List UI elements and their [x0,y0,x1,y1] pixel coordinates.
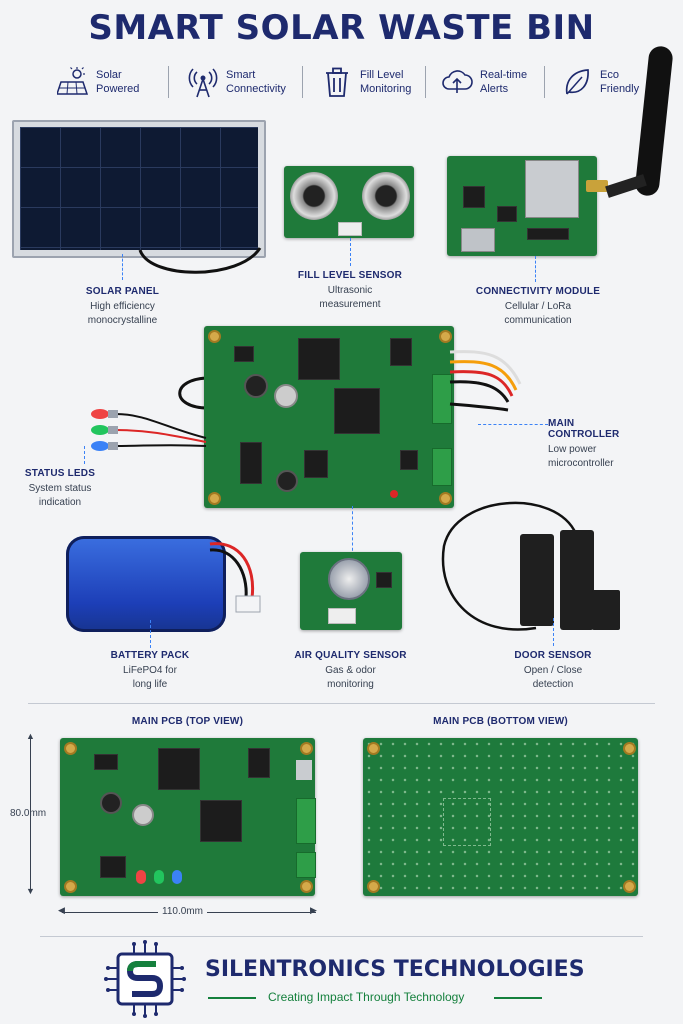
component-name: AIR QUALITY SENSOR [294,650,407,661]
pcb-bottom-title: MAIN PCB (BOTTOM VIEW) [433,716,568,727]
width-dimension: 110.0mm [158,906,207,917]
door-sensor-cable [441,501,578,631]
feature-solar: Solar Powered [56,64,139,100]
component-name: STATUS LEDS [24,468,96,479]
company-tagline: Creating Impact Through Technology [268,990,465,1004]
battery-wires [209,542,261,613]
solar-cable [138,247,262,274]
section-divider [28,703,655,704]
pcb-bottom-view-image [363,738,638,896]
solar-panel-image [12,120,266,258]
arrow-left-icon: ◀ [58,905,65,915]
component-name: DOOR SENSOR [514,650,592,661]
component-desc: Gas & odor monitoring [325,665,376,690]
arrow-up-icon: ▲ [26,731,35,741]
arrow-down-icon: ▼ [26,886,35,896]
component-desc: Cellular / LoRa communication [504,301,572,326]
company-logo [104,940,186,1018]
status-leds-image [91,409,207,451]
component-name: MAIN CONTROLLER [548,418,620,440]
component-name: FILL LEVEL SENSOR [297,270,403,281]
air-quality-sensor-image [300,552,402,630]
component-name: CONNECTIVITY MODULE [475,286,601,297]
fill-level-sensor-image [284,166,414,238]
divider [168,66,169,98]
solar-panel-icon [56,65,90,99]
antenna-connector [586,180,608,192]
feature-label: Smart Connectivity [226,69,286,95]
pcb-top-title: MAIN PCB (TOP VIEW) [131,716,244,727]
connectivity-caption: CONNECTIVITY MODULE Cellular / LoRa comm… [468,286,608,328]
pcb-top-view-image [60,738,316,896]
leader-line [352,506,353,556]
trash-bin-icon [320,65,354,99]
feature-label: Real-time Alerts [480,69,528,95]
feature-label: Eco Friendly [600,69,640,95]
connectivity-module-image [447,156,597,256]
solar-panel-caption: SOLAR PANEL High efficiency monocrystall… [55,286,190,328]
controller-wires-right [449,350,522,412]
feature-connectivity: Smart Connectivity [186,64,286,100]
battery-caption: BATTERY PACK LiFePO4 for long life [90,650,210,692]
component-name: BATTERY PACK [110,650,190,661]
component-desc: Low power microcontroller [548,444,614,469]
leader-line [553,618,554,646]
leader-line [84,446,85,464]
signal-tower-icon [186,65,220,99]
divider [425,66,426,98]
leaf-icon [560,65,594,99]
door-sensor-caption: DOOR SENSOR Open / Close detection [498,650,608,692]
leader-line [350,238,351,266]
door-sensor-bracket [592,590,620,630]
footer-divider [40,936,643,937]
component-desc: Ultrasonic measurement [319,285,381,310]
feature-eco: Eco Friendly [560,64,639,100]
component-desc: LiFePO4 for long life [123,665,177,690]
controller-cable-left [178,376,211,410]
fill-level-caption: FILL LEVEL SENSOR Ultrasonic measurement [285,270,415,312]
tagline-rule-right [494,997,542,999]
component-desc: Open / Close detection [523,665,583,690]
component-desc: High efficiency monocrystalline [87,301,158,326]
leader-line [535,256,536,282]
divider [544,66,545,98]
pcb-bottom-label: MAIN PCB (BOTTOM VIEW) [363,716,638,727]
leader-line [122,254,123,280]
air-quality-caption: AIR QUALITY SENSOR Gas & odor monitoring [288,650,413,692]
controller-caption: MAIN CONTROLLER Low power microcontrolle… [548,418,648,471]
feature-label: Fill Level Monitoring [360,69,412,95]
door-sensor-reed [560,530,594,630]
pcb-top-label: MAIN PCB (TOP VIEW) [60,716,315,727]
cloud-alert-icon [440,65,474,99]
status-leds-caption: STATUS LEDS System status indication [20,468,100,510]
battery-pack-image [66,536,226,632]
divider [302,66,303,98]
leader-line [478,424,548,425]
height-dimension-line [30,736,31,892]
feature-label: Solar Powered [96,69,140,95]
height-dimension: 80.0mm [10,808,47,819]
feature-fill-level: Fill Level Monitoring [320,64,411,100]
main-controller-image [204,326,454,508]
page-title: SMART SOLAR WASTE BIN [88,8,595,48]
arrow-right-icon: ▶ [310,905,317,915]
component-name: SOLAR PANEL [85,286,160,297]
leader-line [150,620,151,648]
component-desc: System status indication [28,483,92,508]
tagline-rule-left [208,997,256,999]
antenna-hinge [605,174,647,198]
feature-alerts: Real-time Alerts [440,64,527,100]
company-name: SILENTRONICS TECHNOLOGIES [205,957,585,982]
door-sensor-magnet [520,534,554,626]
